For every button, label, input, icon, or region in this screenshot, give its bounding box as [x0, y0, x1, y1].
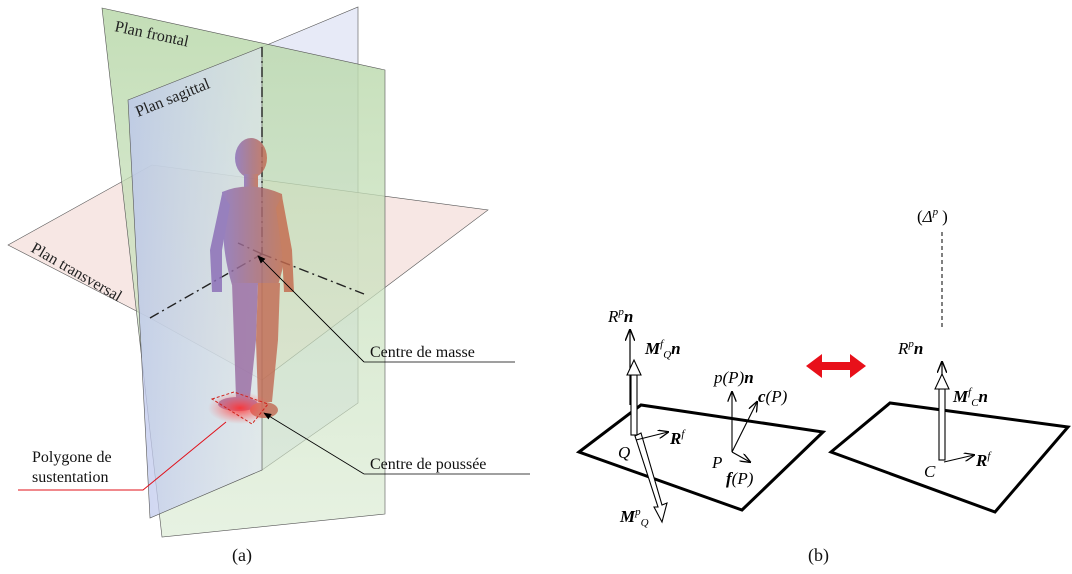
right-Rf-label: Rf [975, 450, 992, 470]
left-fP-arrow [731, 451, 750, 462]
left-pP-label: p(P)n [713, 368, 754, 387]
left-MfQ-arrow [626, 358, 642, 436]
left-support-plane [575, 403, 827, 512]
polygone-leader [18, 421, 227, 491]
panel-a: Centre de masse Centre de poussée Polygo… [7, 6, 530, 566]
centre-masse-label: Centre de masse [370, 344, 475, 361]
equivalence-double-arrow [806, 354, 866, 378]
left-MpQ-arrow [634, 432, 668, 524]
right-Rp-label: Rpn [897, 338, 923, 358]
left-P-label: P [711, 453, 722, 472]
left-cP-label: c(P) [758, 387, 788, 406]
polygone-label-line1: Polygone de [32, 449, 112, 466]
caption-a: (a) [232, 545, 252, 566]
support-polygon-outline [210, 391, 269, 425]
right-MfC-label: MfCn [952, 386, 988, 409]
polygone-label-line2: sustentation [32, 469, 108, 486]
left-Rp-label: Rpn [607, 306, 633, 326]
panel-b: Rpn MfQn p(P)n c(P) Q Rf P f(P) MpQ (Δp) [575, 206, 1071, 566]
right-Rf-arrow [943, 455, 974, 463]
caption-b: (b) [808, 545, 829, 566]
right-support-plane [828, 401, 1071, 514]
centre-poussee-label: Centre de poussée [370, 456, 486, 473]
left-Q-label: Q [618, 443, 630, 462]
right-C-label: C [924, 462, 936, 481]
left-cP-arrow [731, 402, 757, 453]
left-MfQ-label: MfQn [644, 338, 681, 361]
delta-p-label: (Δp) [917, 206, 948, 226]
left-Rf-arrow [635, 432, 668, 441]
left-fP-label: f(P) [726, 469, 754, 488]
left-Rf-label: Rf [669, 428, 686, 448]
right-MfC-arrow [934, 372, 950, 461]
left-MpQ-label: MpQ [619, 506, 649, 529]
